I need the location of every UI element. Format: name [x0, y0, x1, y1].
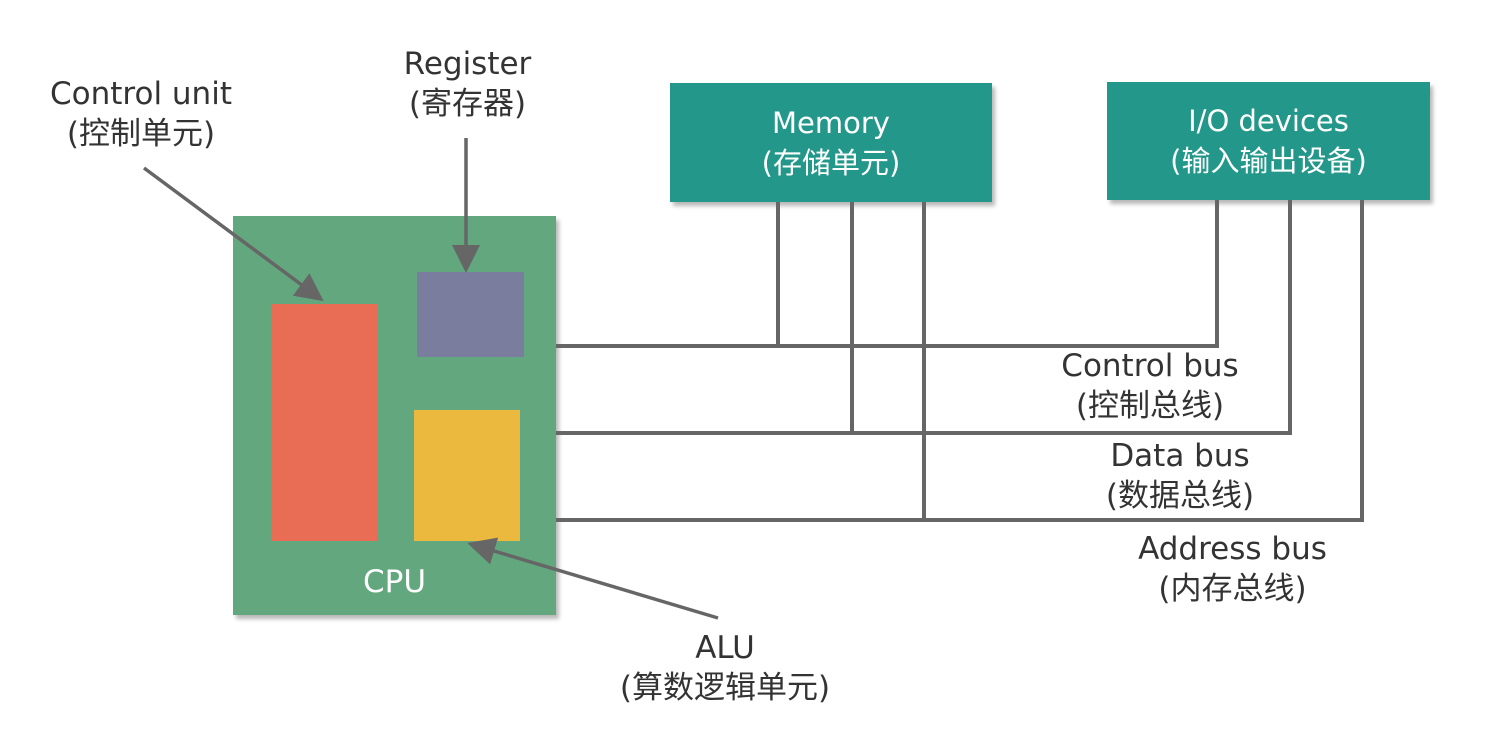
memory-block: Memory (存储单元)	[670, 83, 992, 202]
alu-label-en: ALU	[695, 630, 755, 666]
register-label-en: Register	[403, 46, 532, 82]
address-bus-label-zh: (内存总线)	[1158, 571, 1307, 607]
memory-label-zh: (存储单元)	[761, 145, 901, 180]
control-unit-pointer-arrow	[142, 166, 324, 302]
control-bus-line	[556, 200, 1219, 348]
data-bus-label-en: Data bus	[1110, 438, 1250, 474]
address-bus-label-en: Address bus	[1138, 531, 1327, 567]
data-bus-label-zh: (数据总线)	[1105, 478, 1255, 514]
register-label: Register (寄存器)	[380, 44, 555, 124]
address-bus-line	[556, 200, 1364, 522]
memory-label-en: Memory	[772, 105, 890, 140]
register-label-zh: (寄存器)	[408, 86, 527, 122]
io-devices-block: I/O devices (输入输出设备)	[1107, 82, 1430, 200]
control-bus-label-en: Control bus	[1061, 348, 1239, 384]
alu-label-zh: (算数逻辑单元)	[619, 670, 831, 706]
alu-block	[414, 410, 520, 541]
data-bus-line	[556, 200, 1292, 435]
control-bus-label-zh: (控制总线)	[1075, 388, 1225, 424]
control-unit-label: Control unit (控制单元)	[30, 74, 252, 154]
io-label-zh: (输入输出设备)	[1170, 144, 1367, 178]
control-unit-label-en: Control unit	[50, 76, 232, 112]
control-bus-label: Control bus (控制总线)	[1040, 346, 1260, 426]
data-bus-label: Data bus (数据总线)	[1080, 436, 1280, 516]
alu-pointer-arrow	[467, 537, 719, 620]
address-bus-label: Address bus (内存总线)	[1110, 529, 1355, 609]
control-unit-block	[272, 304, 378, 541]
io-label-en: I/O devices	[1188, 104, 1349, 138]
control-unit-label-zh: (控制单元)	[66, 116, 216, 152]
cpu-label: CPU	[362, 564, 427, 600]
register-block	[417, 272, 524, 357]
alu-label: ALU (算数逻辑单元)	[570, 628, 880, 708]
